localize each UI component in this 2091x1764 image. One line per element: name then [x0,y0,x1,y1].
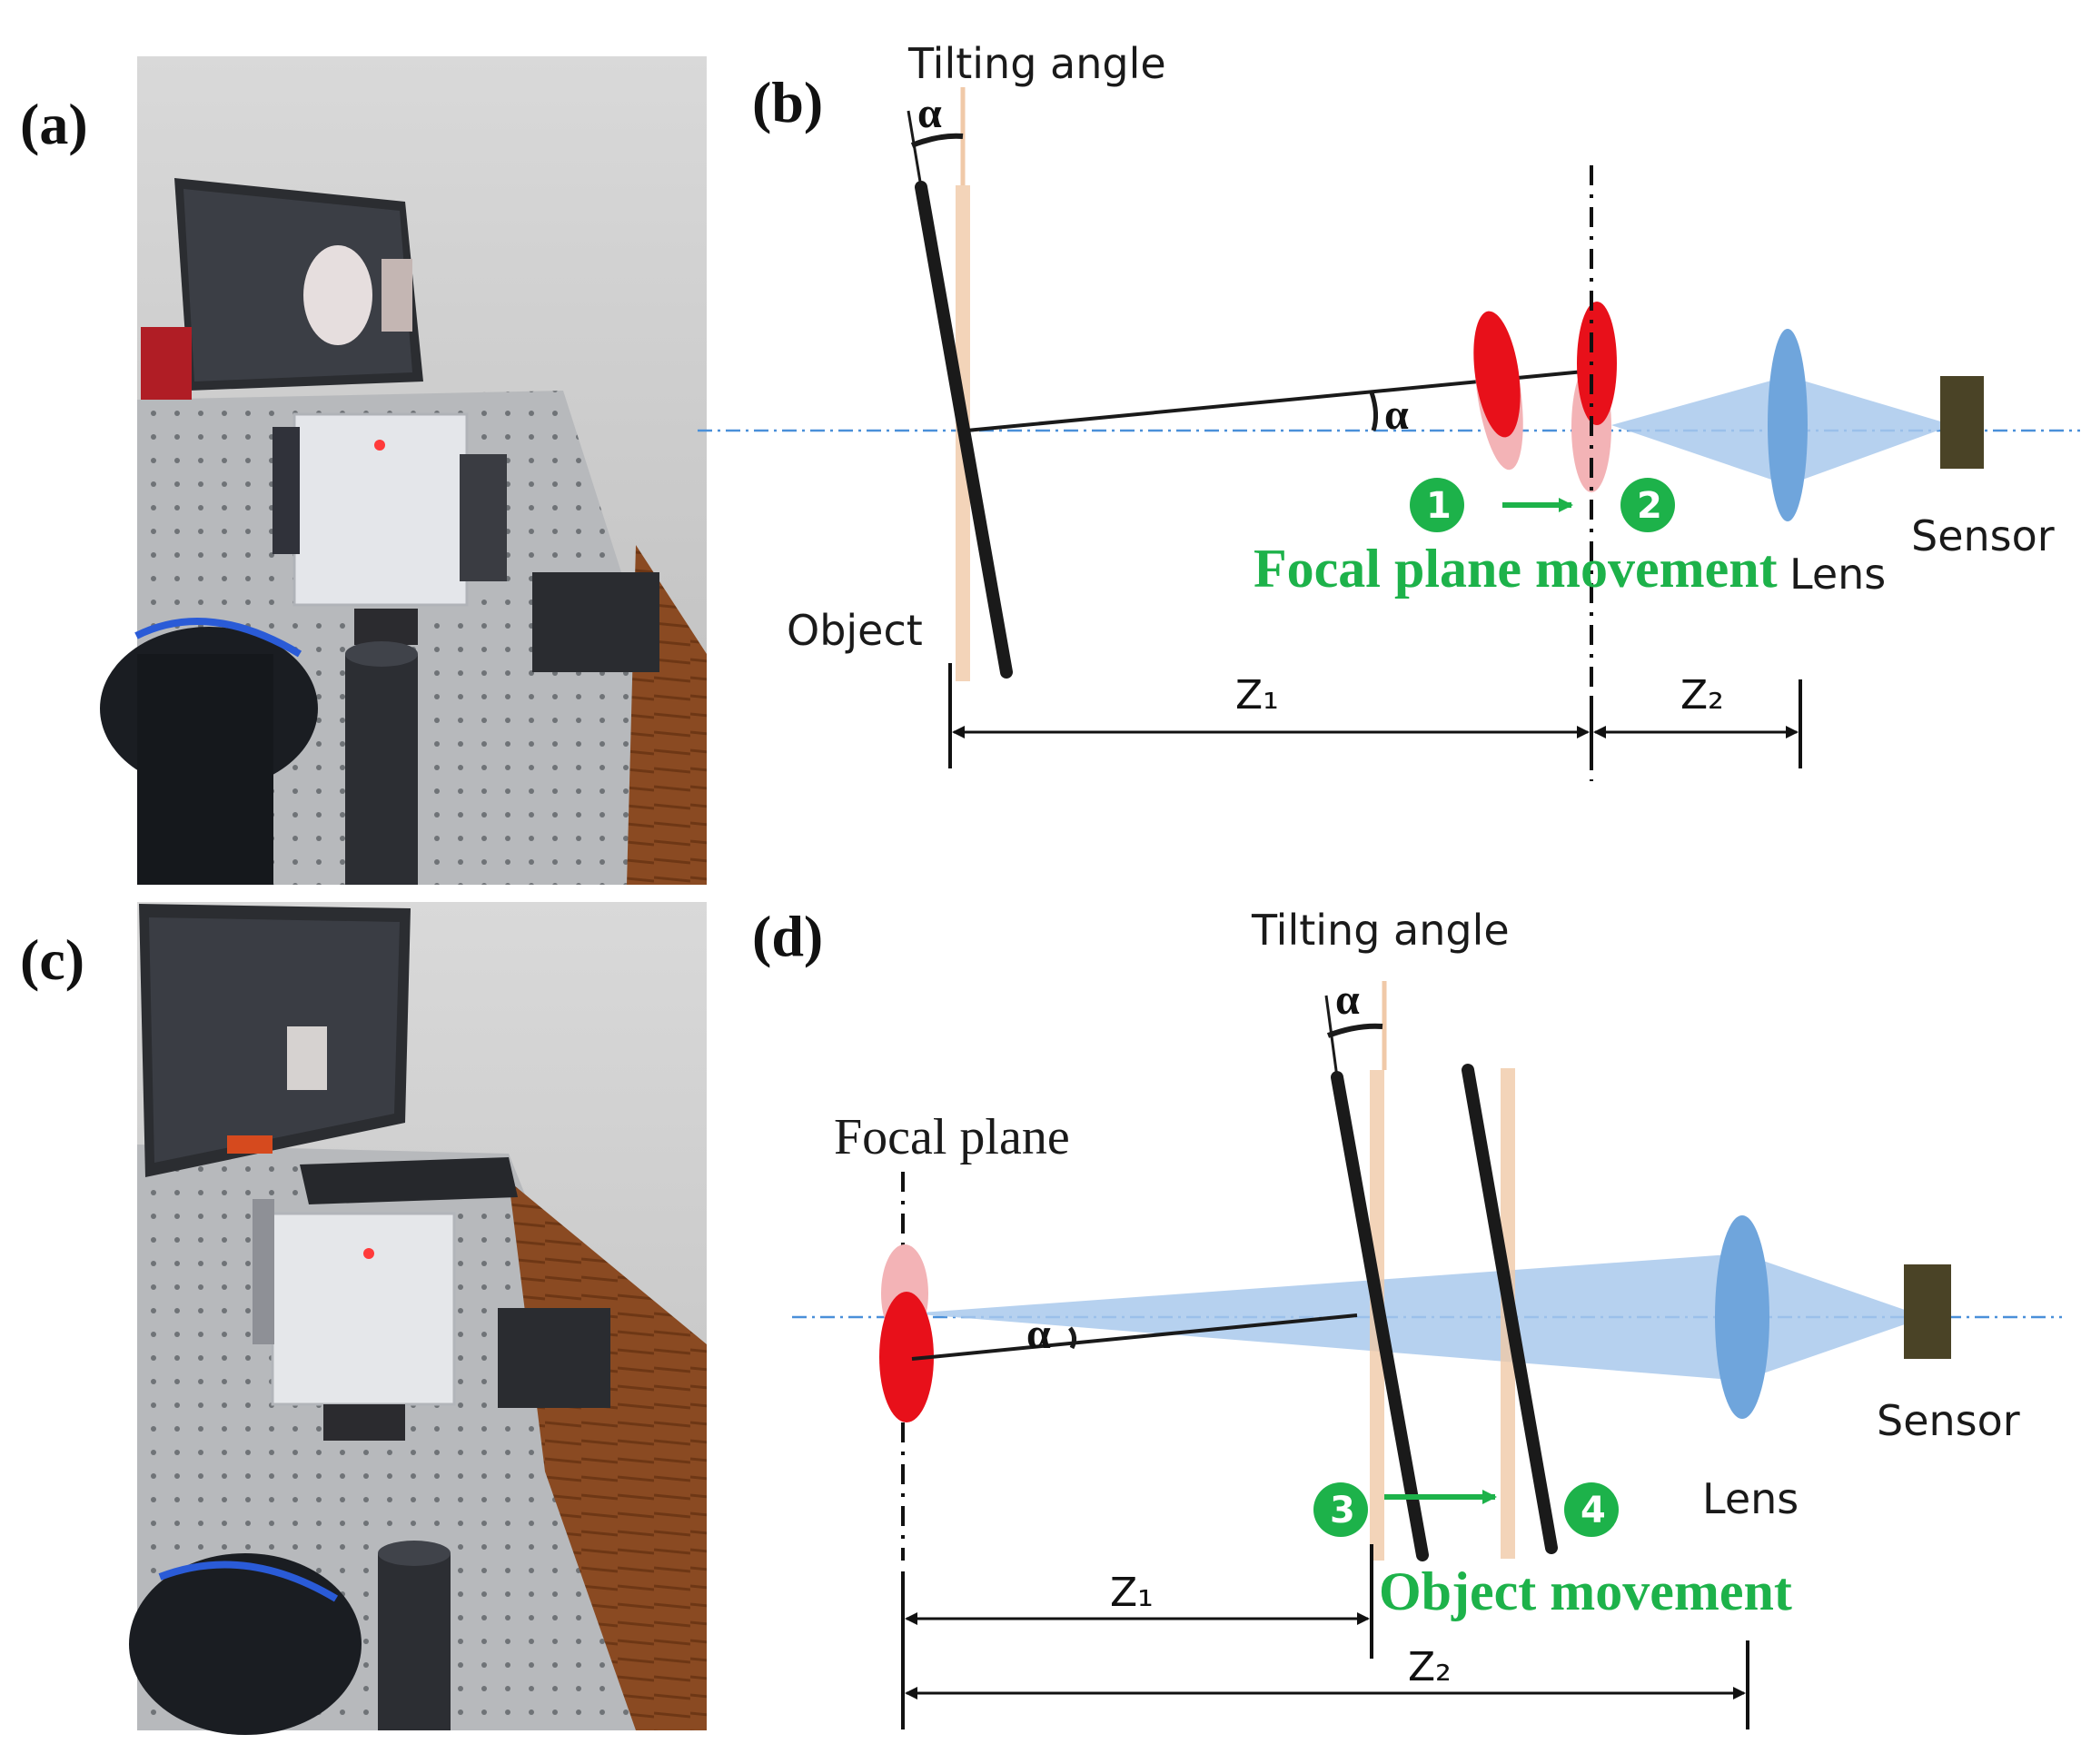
panel-label-c: (c) [20,927,84,992]
ray-angle-arc [1369,391,1379,431]
photo-a [100,56,707,885]
tilt-alpha-label: α [1335,976,1360,1024]
step-4-label: 4 [1581,1490,1606,1531]
light-cone-to-sensor [1788,376,1953,485]
step-3-badge [1313,1482,1368,1537]
ray-angle-arc [1067,1326,1077,1350]
panel-label-b: (b) [752,70,823,134]
sensor-icon [1904,1264,1951,1359]
light-cone-to-sensor [1742,1254,1926,1381]
light-tube-icon [345,641,418,885]
object-movement-label: Object movement [1379,1561,1792,1621]
tilt-angle-arc [1326,1023,1383,1038]
photo-c [129,902,707,1735]
lens-label: Lens [1702,1474,1799,1523]
step-3-label: 3 [1330,1490,1355,1531]
panel-d: (d) Tilting angle Focal plane Sensor Len… [752,904,2062,1729]
panel-c: (c) [20,902,707,1735]
lens-icon [1768,329,1808,521]
ray-alpha-label: α [1026,1310,1051,1358]
camera-mount-icon [273,412,507,645]
focal-spot-2 [1577,302,1617,425]
lens-label: Lens [1789,550,1886,599]
object-label: Object [787,606,923,655]
ray-line [911,1313,1358,1361]
lens-barrel-icon [129,1553,362,1735]
focal-spot [879,1292,934,1422]
step-2-badge [1620,478,1675,532]
sensor-label: Sensor [1911,511,2055,560]
step-1-badge [1410,478,1464,532]
panel-b: (b) Tilting angle Sensor Lens α Object α [698,39,2080,781]
focal-plane-movement-label: Focal plane movement [1254,539,1778,599]
tilt-alpha-label: α [917,89,942,137]
sensor-label: Sensor [1877,1396,2020,1445]
focal-spot-1 [1473,311,1521,438]
lens-icon [1715,1215,1769,1419]
tilt-guide-line [907,110,923,188]
tilted-object [915,181,1013,679]
panel-label-a: (a) [20,92,88,156]
lens-barrel-icon [100,618,318,885]
tilt-angle-arc [910,133,964,148]
step-2-label: 2 [1637,485,1662,527]
panel-label-d: (d) [752,904,823,968]
camera-mount-icon [253,1199,456,1441]
step-4-badge [1564,1482,1619,1537]
z2-label: Z₂ [1680,672,1724,718]
controller-box-icon [532,572,659,672]
light-cone [1611,376,1788,485]
z2-label: Z₂ [1408,1644,1452,1690]
tilted-object-1 [1331,1071,1429,1561]
tilting-angle-label: Tilting angle [907,39,1166,88]
z1-label: Z₁ [1110,1570,1154,1616]
focal-plane-label: Focal plane [834,1109,1070,1165]
tilted-object-2 [1462,1064,1558,1554]
light-tube-icon [378,1541,451,1730]
tilting-angle-label: Tilting angle [1251,906,1510,955]
z1-label: Z₁ [1235,672,1279,718]
monitor-icon [139,904,411,1177]
monitor-icon [174,178,423,391]
controller-box-icon [498,1308,610,1408]
ray-alpha-label: α [1384,391,1409,439]
red-device-icon [141,327,192,400]
panel-a: (a) [20,56,707,885]
step-1-label: 1 [1426,485,1452,527]
keyboard-icon [300,1157,518,1204]
sensor-icon [1940,376,1984,469]
